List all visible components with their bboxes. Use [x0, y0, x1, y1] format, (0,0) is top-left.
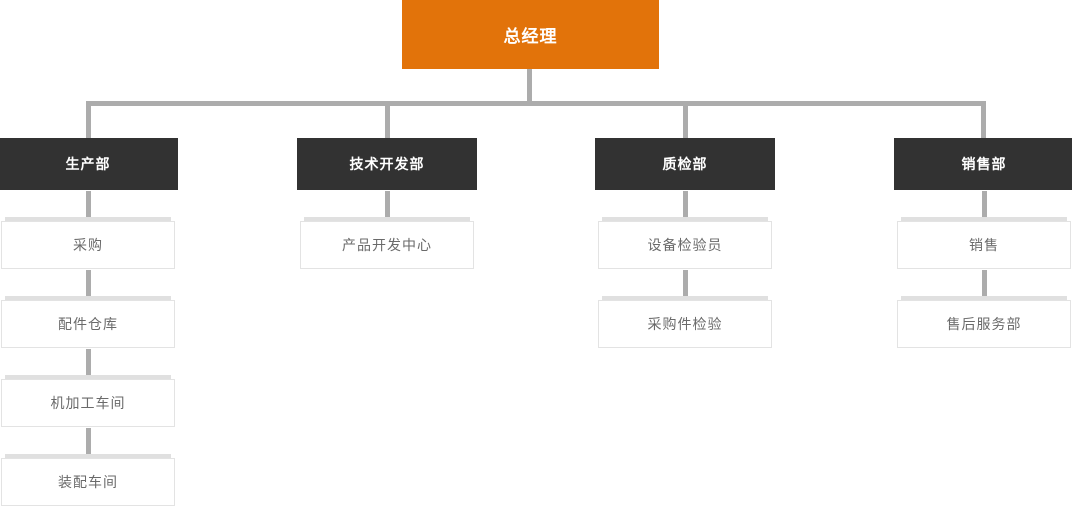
- org-node: 机加工车间: [1, 349, 175, 427]
- dept-header-qc: 质检部: [595, 138, 775, 190]
- org-node-label: 机加工车间: [50, 395, 126, 411]
- org-root-node: 总经理: [402, 0, 659, 69]
- org-node: 设备检验员: [598, 191, 772, 269]
- connector-drop-production: [86, 101, 91, 138]
- org-node-label: 配件仓库: [58, 316, 118, 332]
- org-node-label: 采购: [73, 237, 103, 253]
- connector-root-stem: [527, 69, 532, 101]
- org-node: 采购件检验: [598, 270, 772, 348]
- dept-header-sales: 销售部: [894, 138, 1072, 190]
- org-node: 装配车间: [1, 428, 175, 506]
- org-node-label: 设备检验员: [647, 237, 723, 253]
- org-node: 采购: [1, 191, 175, 269]
- org-root-label: 总经理: [503, 27, 558, 46]
- org-node: 销售: [897, 191, 1071, 269]
- dept-label: 质检部: [662, 156, 708, 172]
- connector-drop-sales: [981, 101, 986, 138]
- org-node: 产品开发中心: [300, 191, 474, 269]
- org-column-production: 生产部 采购 配件仓库 机加工车间 装配车间: [0, 138, 178, 506]
- org-column-tech: 技术开发部 产品开发中心: [297, 138, 477, 269]
- org-node-label: 售后服务部: [946, 316, 1022, 332]
- connector-horizontal-line: [86, 101, 986, 106]
- org-node-label: 采购件检验: [647, 316, 723, 332]
- dept-header-tech: 技术开发部: [297, 138, 477, 190]
- org-node-label: 装配车间: [58, 474, 118, 490]
- org-node: 配件仓库: [1, 270, 175, 348]
- org-node-label: 销售: [969, 237, 999, 253]
- org-node-label: 产品开发中心: [342, 237, 432, 253]
- connector-drop-qc: [683, 101, 688, 138]
- org-node: 售后服务部: [897, 270, 1071, 348]
- connector-drop-tech: [385, 101, 390, 138]
- dept-label: 生产部: [65, 156, 111, 172]
- dept-label: 销售部: [961, 156, 1007, 172]
- org-column-sales: 销售部 销售 售后服务部: [894, 138, 1072, 348]
- dept-header-production: 生产部: [0, 138, 178, 190]
- org-column-qc: 质检部 设备检验员 采购件检验: [595, 138, 775, 348]
- dept-label: 技术开发部: [349, 156, 425, 172]
